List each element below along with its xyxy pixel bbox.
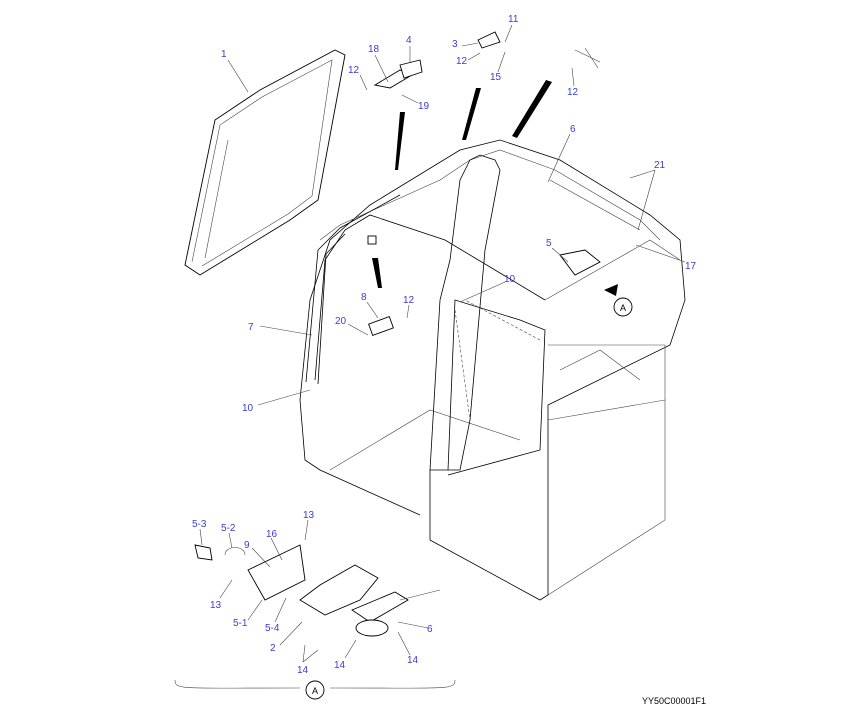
detail-a-marker-view: A (613, 297, 633, 317)
diagram-code: YY50C00001F1 (642, 696, 706, 706)
callout-5-4: 5-4 (265, 623, 280, 634)
callout-7: 7 (248, 322, 254, 333)
callout-6: 6 (427, 624, 433, 635)
callout-5-1: 5-1 (233, 618, 248, 629)
callout-13: 13 (210, 600, 222, 611)
callout-1: 1 (221, 49, 227, 60)
svg-text:A: A (620, 303, 626, 313)
callout-21: 21 (654, 160, 666, 171)
callout-10: 10 (504, 274, 516, 285)
callout-5-2: 5-2 (221, 523, 236, 534)
direction-wedges (372, 80, 618, 296)
callout-11: 11 (508, 14, 519, 25)
callout-12: 12 (567, 87, 579, 98)
callout-12: 12 (348, 65, 360, 76)
callout-5: 5 (546, 238, 552, 249)
callout-14: 14 (407, 655, 419, 666)
svg-text:A: A (312, 686, 318, 696)
callout-6: 6 (570, 124, 576, 135)
callout-8: 8 (361, 292, 367, 303)
cab-frame (299, 139, 686, 601)
callout-13: 13 (303, 510, 315, 521)
small-parts (174, 31, 641, 689)
callout-10: 10 (242, 403, 254, 414)
callout-4: 4 (406, 35, 412, 46)
callout-19: 19 (418, 101, 430, 112)
callout-18: 18 (368, 44, 380, 55)
callout-20: 20 (335, 316, 347, 327)
callout-3: 3 (452, 39, 458, 50)
callout-5-3: 5-3 (192, 519, 207, 530)
callout-14: 14 (334, 660, 346, 671)
callout-2: 2 (270, 643, 276, 654)
callout-16: 16 (266, 529, 278, 540)
callout-17: 17 (685, 261, 697, 272)
callouts: 1 18 4 3 11 12 12 15 12 19 6 21 5 17 10 … (192, 14, 697, 676)
windshield-frame (184, 49, 346, 276)
callout-14: 14 (297, 665, 309, 676)
detail-a-marker-label: A (305, 680, 325, 700)
leader-lines (199, 24, 686, 663)
callout-9: 9 (244, 540, 250, 551)
callout-12: 12 (456, 56, 468, 67)
callout-12: 12 (403, 295, 415, 306)
callout-15: 15 (490, 72, 502, 83)
